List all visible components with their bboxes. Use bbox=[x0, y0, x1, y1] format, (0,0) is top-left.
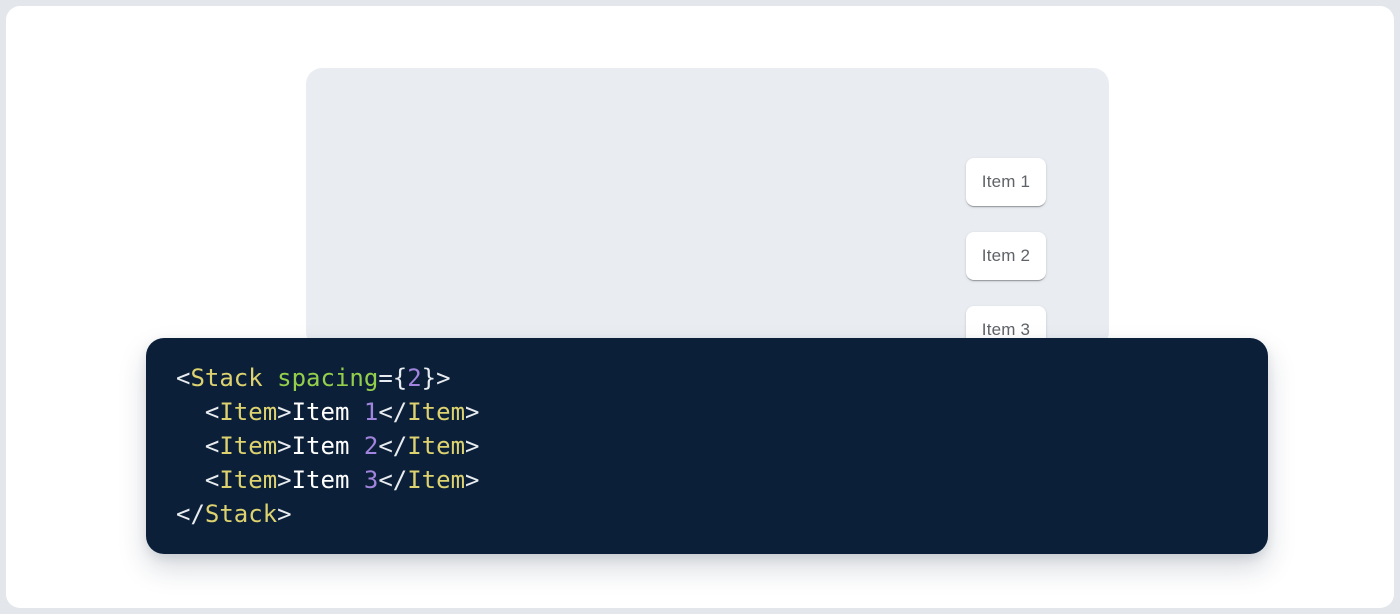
code-token: 3 bbox=[363, 466, 379, 494]
stack-item-card: Item 2 bbox=[966, 232, 1046, 280]
stack-demo-panel: Item 1 Item 2 Item 3 bbox=[306, 68, 1109, 354]
code-token: </ bbox=[378, 432, 408, 460]
code-token: Item bbox=[407, 466, 466, 494]
code-token: }> bbox=[421, 364, 451, 392]
code-token: < bbox=[176, 398, 220, 426]
code-token: Item bbox=[291, 432, 364, 460]
code-token: > bbox=[277, 500, 292, 528]
code-token: > bbox=[277, 432, 292, 460]
code-token: spacing bbox=[277, 364, 379, 392]
stack-item-label: Item 1 bbox=[981, 172, 1031, 191]
code-token: < bbox=[176, 432, 220, 460]
code-token: Item bbox=[291, 466, 364, 494]
code-token: 2 bbox=[363, 432, 379, 460]
code-token: Item bbox=[219, 398, 278, 426]
code-line: <Item>Item 2</Item> bbox=[176, 432, 480, 460]
code-token: < bbox=[176, 466, 220, 494]
code-token: 2 bbox=[407, 364, 422, 392]
code-token: 1 bbox=[363, 398, 379, 426]
code-token: > bbox=[465, 432, 480, 460]
code-token: Item bbox=[219, 432, 278, 460]
code-token: > bbox=[277, 398, 292, 426]
code-token: > bbox=[277, 466, 292, 494]
content-card: Item 1 Item 2 Item 3 <Stack spacing={2}>… bbox=[6, 6, 1394, 608]
code-block: <Stack spacing={2}> <Item>Item 1</Item> … bbox=[146, 338, 1268, 554]
code-token: > bbox=[465, 466, 480, 494]
stack-item-label: Item 3 bbox=[981, 320, 1031, 339]
code-token: </ bbox=[378, 398, 408, 426]
code-token: Item bbox=[407, 398, 466, 426]
code-token: Stack bbox=[190, 364, 263, 392]
code-token: Stack bbox=[204, 500, 278, 528]
code-line: <Stack spacing={2}> bbox=[176, 364, 451, 392]
code-token: ={ bbox=[378, 364, 408, 392]
stack-item-card: Item 1 bbox=[966, 158, 1046, 206]
code-line: <Item>Item 3</Item> bbox=[176, 466, 480, 494]
code-line: <Item>Item 1</Item> bbox=[176, 398, 480, 426]
code-token: < bbox=[176, 364, 191, 392]
code-line: </Stack> bbox=[176, 500, 292, 528]
code-token: Item bbox=[219, 466, 278, 494]
code-token: </ bbox=[176, 500, 205, 528]
code-token: </ bbox=[378, 466, 408, 494]
code-token: Item bbox=[407, 432, 466, 460]
code-token bbox=[263, 364, 277, 392]
code-token: Item bbox=[291, 398, 364, 426]
stack-item-label: Item 2 bbox=[981, 246, 1031, 265]
code-token: > bbox=[465, 398, 480, 426]
code-snippet: <Stack spacing={2}> <Item>Item 1</Item> … bbox=[176, 361, 1238, 531]
